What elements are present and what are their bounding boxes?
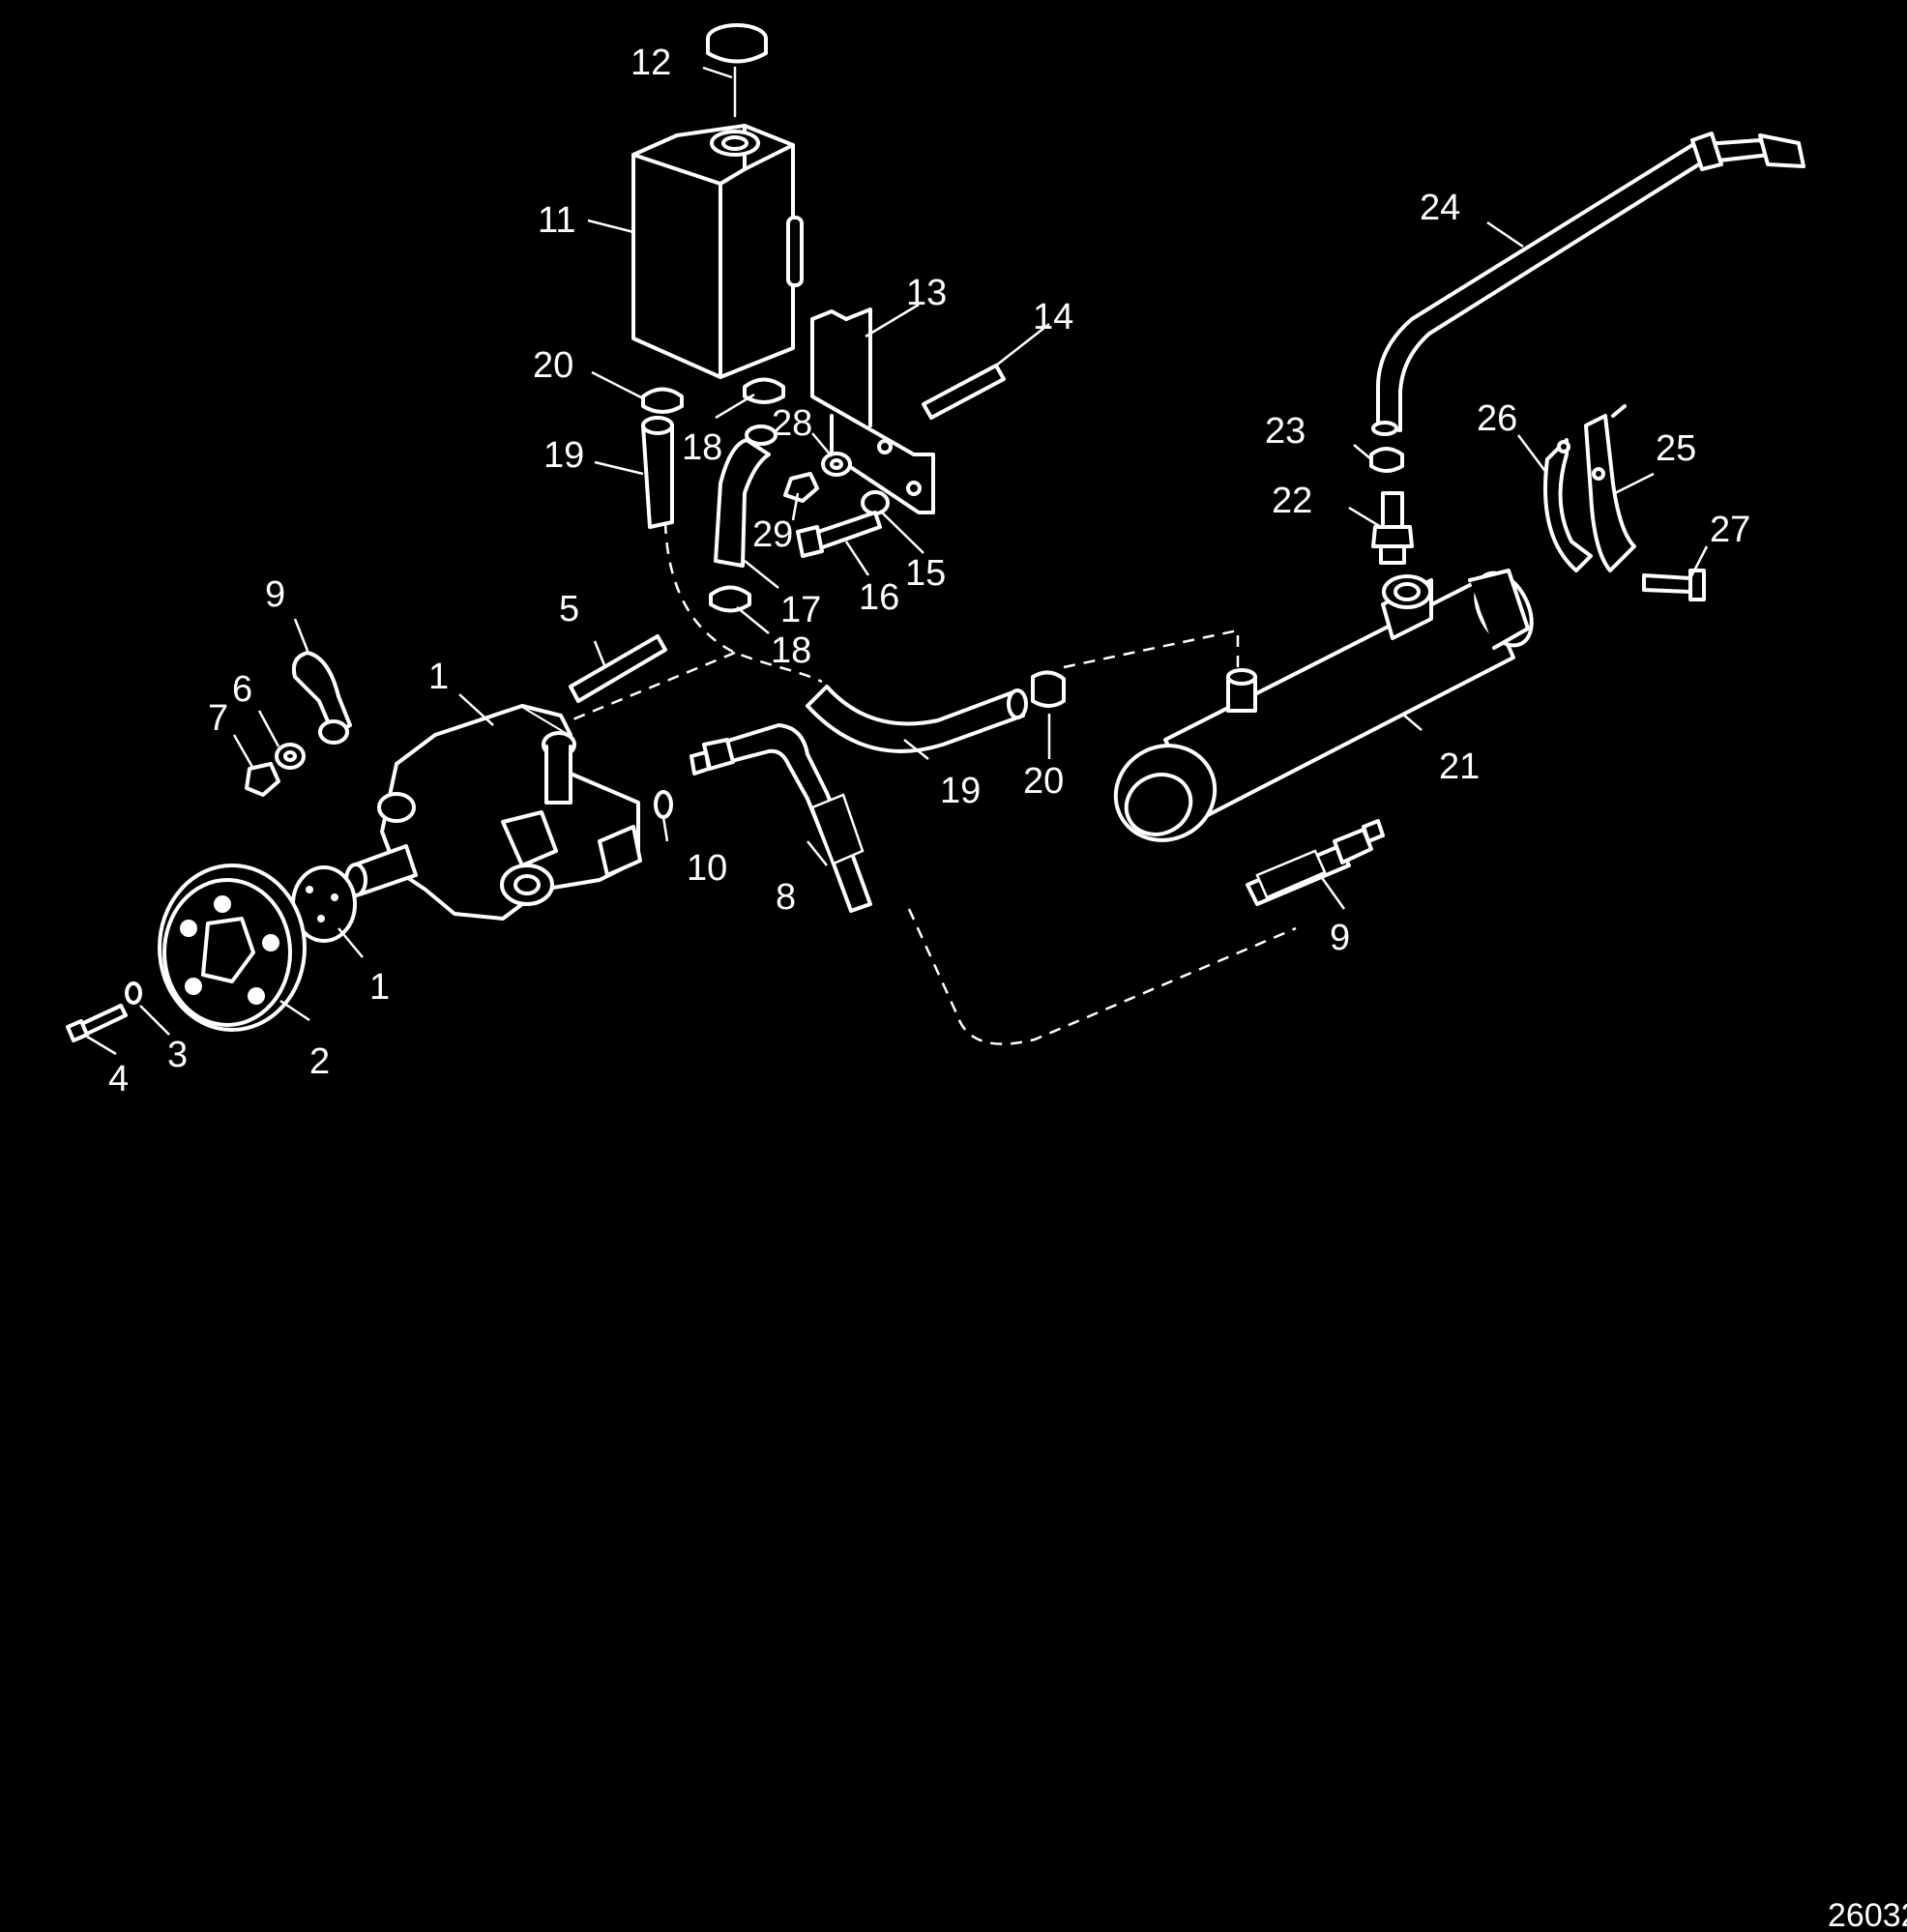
stud-5 (569, 634, 667, 703)
callout-21: 21 (1439, 746, 1480, 787)
callout-28: 28 (772, 403, 812, 444)
bracket (810, 307, 935, 514)
callout-9-left: 8 (776, 877, 796, 918)
filler-cap (706, 23, 768, 118)
leader-lines (86, 66, 1709, 1056)
callout-5: 5 (559, 589, 579, 629)
return-hose (1371, 132, 1805, 436)
o-ring (654, 790, 673, 819)
oil-cooler (1113, 569, 1534, 842)
bolt-27 (1642, 569, 1706, 601)
callout-26: 26 (1477, 398, 1517, 439)
callout-14: 14 (1033, 297, 1073, 337)
small-hardware (783, 452, 890, 558)
callout-25: 25 (1656, 428, 1696, 469)
callout-19-top: 19 (543, 435, 584, 476)
callout-2: 2 (309, 1041, 330, 1082)
hose-elbow (714, 424, 777, 568)
callout-17: 17 (780, 590, 821, 630)
reservoir (631, 124, 804, 379)
routing-lines (570, 521, 1297, 1045)
callout-16: 16 (859, 577, 899, 618)
clip-washer-nut (245, 651, 352, 797)
callout-9-right: 9 (1330, 918, 1350, 958)
mount-brackets (1543, 404, 1636, 572)
hose-clamp-20 (1031, 670, 1066, 708)
callout-4: 4 (108, 1059, 129, 1099)
hose-lower (806, 685, 1028, 753)
power-steering-pump (344, 704, 642, 921)
pressure-hose-left (689, 723, 872, 913)
drawing-number: 26032 (1828, 1897, 1907, 1932)
callout-23: 23 (1265, 411, 1306, 452)
pressure-hose-right (1246, 819, 1385, 906)
callout-18-top: 18 (682, 427, 722, 468)
callout-1-pump: 1 (428, 657, 449, 697)
callout-22: 22 (1272, 481, 1312, 521)
callout-29: 29 (752, 514, 793, 555)
callout-8: 9 (265, 574, 285, 615)
callout-10: 10 (687, 848, 727, 889)
callout-11: 11 (538, 200, 575, 241)
callout-19-lower: 19 (940, 771, 981, 811)
callout-1-hub: 1 (369, 967, 390, 1008)
callout-12: 12 (631, 43, 671, 83)
callout-labels: 12 11 13 14 20 18 28 19 29 15 16 17 18 5… (108, 43, 1750, 1099)
hose-clamps-top (641, 377, 785, 414)
callout-20-top: 20 (533, 345, 573, 386)
fitting-and-clamp (1369, 447, 1414, 565)
callout-3: 3 (167, 1035, 188, 1075)
callout-24: 24 (1420, 188, 1460, 228)
pulley-and-hub (158, 864, 357, 1032)
hose-clamp-lower (709, 585, 751, 613)
washer-and-bolt (66, 981, 142, 1042)
callout-7: 7 (208, 698, 228, 739)
callout-6: 6 (232, 669, 252, 710)
callout-13: 13 (906, 273, 947, 313)
hose-straight (641, 416, 674, 529)
callout-15: 15 (905, 553, 946, 594)
callout-27: 27 (1710, 510, 1750, 550)
callout-20-lower: 20 (1023, 761, 1064, 802)
callout-18-lower: 18 (771, 630, 811, 671)
stud-14 (922, 364, 1006, 420)
